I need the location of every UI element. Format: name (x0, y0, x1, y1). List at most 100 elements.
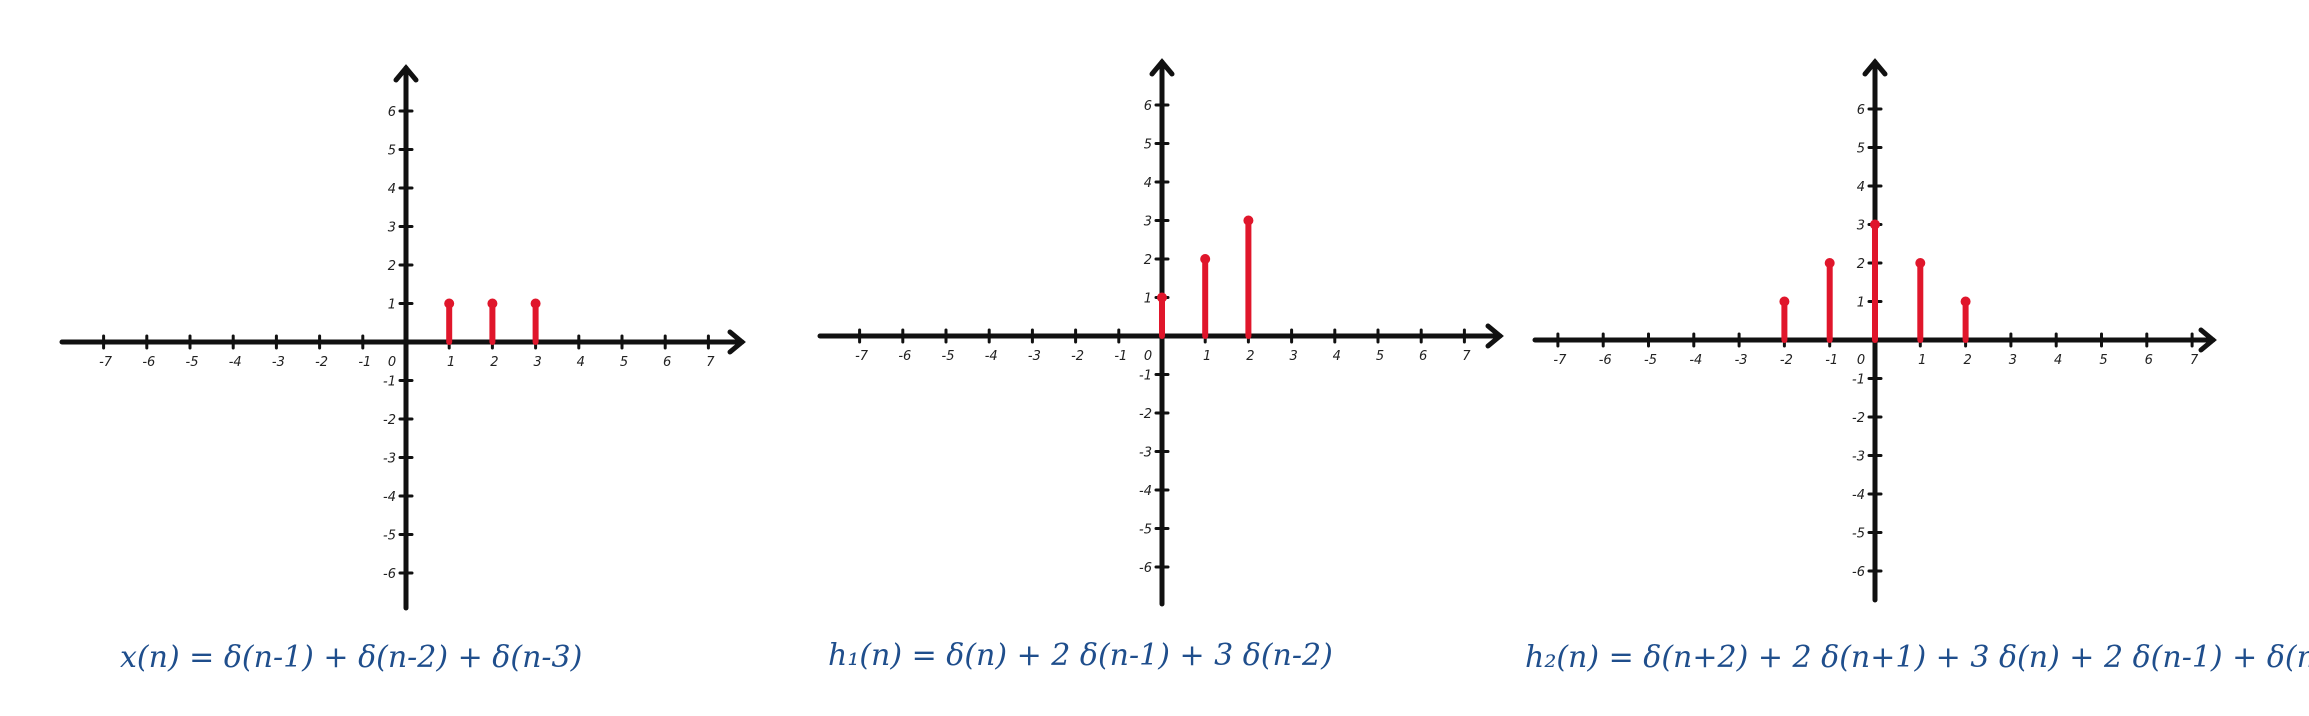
y-tick-label: 4 (1857, 180, 1865, 195)
x-tick-label: -2 (315, 355, 328, 370)
x-tick-label: 7 (1462, 349, 1471, 364)
y-tick-label: -3 (383, 452, 396, 467)
x-tick-label: -6 (1599, 353, 1612, 368)
y-tick-label: -5 (1139, 523, 1152, 538)
y-tick-label: 3 (388, 221, 396, 236)
x-tick-label: 6 (663, 355, 671, 370)
x-axis-arrow-icon (727, 329, 746, 355)
x-tick-label: 7 (2190, 353, 2199, 368)
y-tick-label: 2 (388, 259, 396, 274)
x-tick-label: -3 (1028, 349, 1041, 364)
y-tick-label: -1 (1139, 369, 1152, 384)
x-tick-label: 1 (1918, 353, 1926, 368)
y-tick-label: -3 (1139, 446, 1152, 461)
y-tick-label: 6 (1857, 103, 1865, 118)
y-tick-label: -4 (1139, 484, 1152, 499)
x-tick-label: -3 (272, 355, 285, 370)
x-tick-label: 0 (388, 355, 396, 370)
x-tick-label: 3 (2009, 353, 2017, 368)
stem-marker (1779, 296, 1790, 307)
y-tick-label: 2 (1857, 257, 1865, 272)
x-tick-label: 4 (577, 355, 585, 370)
y-tick-label: -5 (1852, 527, 1865, 542)
x-tick-label: 5 (1376, 349, 1384, 364)
y-tick-label: -1 (1852, 373, 1865, 388)
y-tick-label: -4 (1852, 488, 1865, 503)
x-tick-label: -6 (898, 349, 911, 364)
equation-caption: h₁(n) = δ(n) + 2 δ(n-1) + 3 δ(n-2) (828, 638, 1333, 673)
x-tick-label: 2 (1246, 349, 1254, 364)
x-tick-label: -1 (1114, 349, 1127, 364)
y-tick-label: -3 (1852, 450, 1865, 465)
y-tick-label: 4 (388, 182, 396, 197)
y-axis-arrow-icon (1149, 58, 1175, 77)
x-tick-label: -5 (1644, 353, 1657, 368)
stem-marker (530, 298, 541, 309)
y-tick-label: 1 (1857, 296, 1865, 311)
y-tick-label: -2 (1139, 407, 1152, 422)
x-tick-label: -1 (1825, 353, 1838, 368)
y-tick-label: 5 (1144, 138, 1152, 153)
x-tick-label: -7 (855, 349, 869, 364)
x-tick-label: -5 (942, 349, 955, 364)
y-axis-arrow-icon (393, 64, 419, 83)
x-tick-label: 1 (1203, 349, 1211, 364)
x-tick-label: 6 (1419, 349, 1427, 364)
x-tick-label: -7 (99, 355, 113, 370)
x-tick-label: -2 (1071, 349, 1084, 364)
x-tick-label: 4 (1333, 349, 1341, 364)
x-tick-label: 2 (1963, 353, 1971, 368)
x-tick-label: -4 (1689, 353, 1702, 368)
y-tick-label: 5 (388, 144, 396, 159)
stem-marker (444, 298, 455, 309)
x-tick-label: 7 (706, 355, 715, 370)
equation-caption: h₂(n) = δ(n+2) + 2 δ(n+1) + 3 δ(n) + 2 δ… (1525, 640, 2309, 675)
x-tick-label: -4 (985, 349, 998, 364)
x-axis-arrow-icon (2198, 327, 2217, 353)
y-tick-label: -2 (383, 413, 396, 428)
x-tick-label: 0 (1857, 353, 1865, 368)
y-tick-label: 4 (1144, 176, 1152, 191)
y-tick-label: 3 (1144, 215, 1152, 230)
y-tick-label: 2 (1144, 253, 1152, 268)
x-axis-arrow-icon (1485, 323, 1504, 349)
x-tick-label: -7 (1553, 353, 1567, 368)
stem-marker (1200, 254, 1211, 264)
x-tick-label: 2 (490, 355, 498, 370)
stem-marker (487, 298, 498, 309)
stem-marker (1157, 292, 1167, 303)
x-tick-label: 3 (533, 355, 541, 370)
stem-marker (1243, 215, 1254, 226)
y-tick-label: -6 (1852, 565, 1865, 580)
x-tick-label: 3 (1289, 349, 1297, 364)
y-tick-label: 5 (1857, 142, 1865, 157)
x-tick-label: -2 (1780, 353, 1793, 368)
stem-marker (1915, 258, 1926, 268)
x-tick-label: 0 (1144, 349, 1152, 364)
y-tick-label: -2 (1852, 411, 1865, 426)
x-tick-label: -1 (358, 355, 371, 370)
y-tick-label: -5 (383, 529, 396, 544)
y-tick-label: -4 (383, 490, 396, 505)
x-tick-label: 5 (620, 355, 628, 370)
x-tick-label: -6 (142, 355, 155, 370)
x-tick-label: -5 (186, 355, 199, 370)
x-tick-label: -3 (1735, 353, 1748, 368)
stem-marker (1824, 258, 1835, 268)
y-tick-label: 1 (1144, 292, 1152, 307)
y-tick-label: -6 (1139, 561, 1152, 576)
x-tick-label: 5 (2099, 353, 2107, 368)
y-tick-label: 3 (1857, 219, 1865, 234)
stem-plot-2: -7 -6 -5 -4 -3 -2 -1 0 1 2 3 4 5 6 7 -6 -5 -4 -3 -2 -1 1 2 3 4 5 6… (817, 58, 1504, 673)
x-tick-label: 6 (2145, 353, 2153, 368)
y-tick-label: -1 (383, 375, 396, 390)
y-tick-label: 1 (388, 298, 396, 313)
y-tick-label: -6 (383, 567, 396, 582)
y-axis-arrow-icon (1862, 58, 1888, 77)
stem-marker (1870, 219, 1880, 230)
y-tick-label: 6 (1144, 99, 1152, 114)
x-tick-label: -4 (229, 355, 242, 370)
